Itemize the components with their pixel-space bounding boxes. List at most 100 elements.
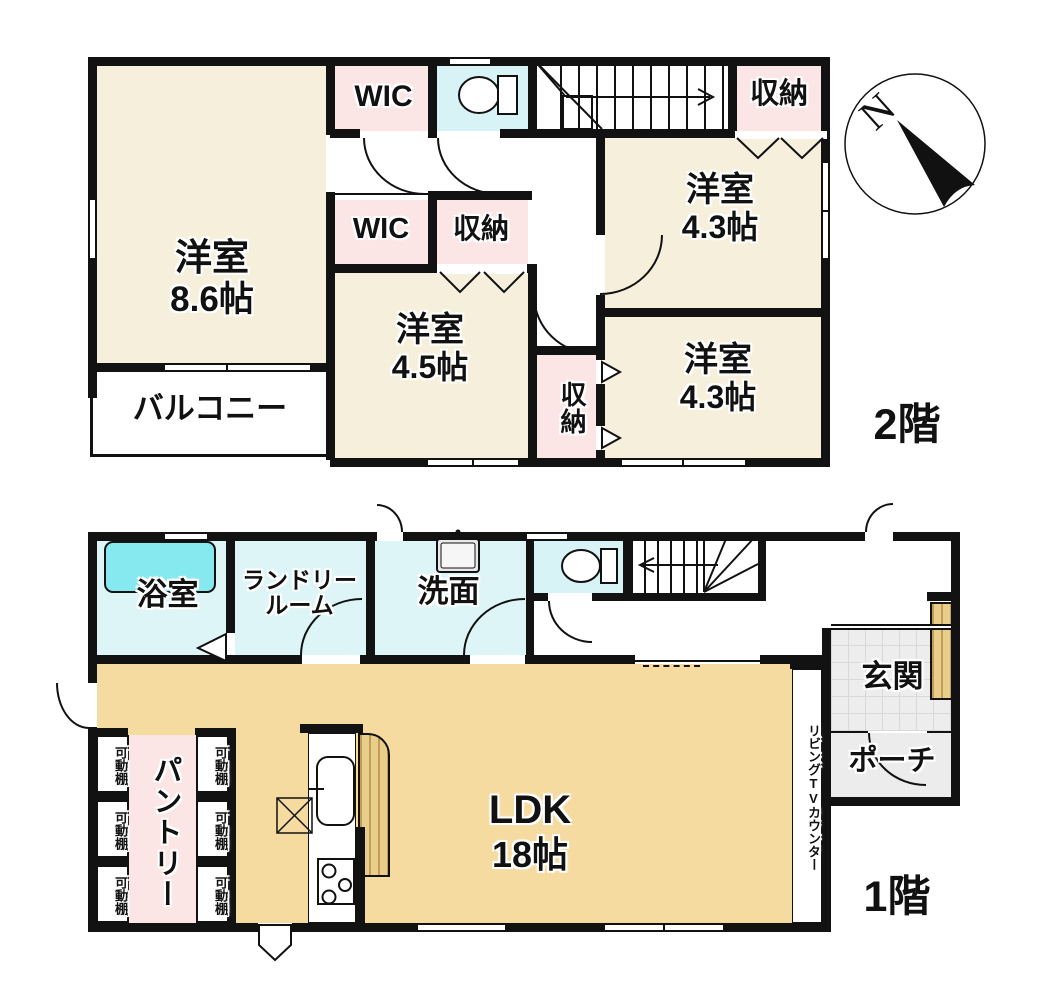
kitchen-unit — [308, 733, 356, 923]
shelf-box — [196, 735, 229, 793]
wall — [428, 129, 437, 138]
wall — [88, 655, 302, 664]
wall — [596, 295, 605, 458]
shelf-box — [96, 735, 129, 793]
room-closet-bottom — [537, 355, 596, 458]
room-label-balcony: バルコニー — [132, 391, 288, 426]
room-label-genkan: 玄関 — [861, 659, 924, 694]
room-label-wic-top: WIC — [354, 80, 413, 113]
wall — [95, 858, 129, 865]
wall — [505, 923, 605, 932]
wall — [228, 728, 236, 932]
window — [450, 57, 490, 66]
door-swing — [377, 504, 403, 532]
door-swing — [363, 138, 425, 195]
wall — [326, 192, 335, 460]
wall — [310, 363, 330, 372]
wall — [567, 532, 865, 541]
wall — [525, 655, 635, 664]
wall — [623, 593, 766, 601]
window — [88, 200, 97, 258]
door-swing — [865, 503, 893, 532]
room-wic-mid — [335, 200, 428, 264]
compass-north-label: N — [851, 85, 904, 139]
room-closet-mid — [437, 200, 528, 264]
shelf-label: 可動棚 — [113, 745, 128, 785]
wall — [723, 923, 830, 932]
wall — [528, 57, 537, 133]
room-label-wash: 洗面 — [417, 574, 480, 609]
kitchen-dashed-line — [643, 665, 700, 667]
room-label-tv-counter: リビングTVカウンター — [806, 723, 821, 871]
room-label-porch: ポーチ — [848, 745, 936, 777]
wall — [951, 532, 960, 805]
wall — [623, 532, 631, 601]
opening-line — [635, 660, 760, 662]
wall — [728, 57, 737, 133]
kitchen-door-mark — [258, 924, 292, 962]
wall — [88, 57, 97, 200]
compass-needle — [897, 120, 975, 207]
wall — [88, 727, 97, 932]
floor-label-1f: 1階 — [863, 873, 931, 921]
wall — [330, 129, 360, 138]
compass: N — [844, 73, 986, 215]
window — [418, 923, 505, 932]
shelf-label: 可動棚 — [113, 875, 128, 915]
wall — [330, 264, 437, 273]
wall — [822, 628, 831, 932]
wall — [758, 532, 766, 601]
genkan-step — [831, 624, 951, 630]
shelf-box — [96, 865, 129, 923]
wall — [95, 793, 129, 800]
floor-label-2f: 2階 — [873, 401, 941, 449]
wall — [226, 532, 235, 633]
wall — [518, 458, 622, 467]
wall — [428, 191, 532, 200]
wall — [532, 346, 600, 355]
wall — [207, 532, 377, 541]
door-swing — [437, 138, 499, 195]
wall — [88, 532, 97, 683]
wall — [88, 258, 97, 398]
room-western-4-3-lower — [605, 317, 821, 458]
wall — [596, 129, 605, 235]
wall — [88, 923, 258, 932]
wall — [356, 827, 365, 932]
room-label-closet-top: 収納 — [749, 78, 808, 110]
wall — [526, 593, 548, 601]
wall — [600, 308, 830, 317]
wall — [360, 655, 470, 664]
wall — [88, 363, 165, 372]
door-swing — [56, 683, 89, 729]
shelf-box — [196, 865, 229, 923]
room-wic-top — [335, 66, 432, 131]
wall — [825, 129, 830, 138]
stairs-1f — [631, 541, 704, 593]
room-label-bath: 浴室 — [136, 577, 199, 612]
bathtub — [104, 541, 216, 593]
wall — [500, 129, 737, 138]
room-toilet-1f — [534, 541, 623, 593]
wall — [326, 57, 335, 135]
wall — [428, 191, 437, 272]
wall — [927, 592, 955, 601]
wall — [196, 793, 228, 800]
wall — [88, 532, 165, 541]
opening-line — [334, 193, 428, 195]
wall — [403, 532, 527, 541]
door-swing — [548, 601, 592, 643]
wall — [330, 458, 428, 467]
wall — [821, 258, 830, 467]
room-western-8-6 — [97, 66, 326, 365]
wall — [790, 660, 822, 669]
room-label-pantry: パントリー — [149, 754, 181, 910]
wall — [300, 724, 363, 733]
wall — [745, 458, 830, 467]
wall — [428, 57, 437, 133]
shelf-label: 可動棚 — [113, 810, 128, 850]
